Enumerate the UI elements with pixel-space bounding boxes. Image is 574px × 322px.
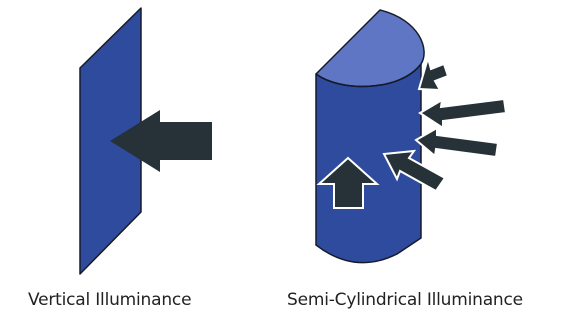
upward-light-arrow [316, 156, 380, 209]
incident-arrow-1 [417, 54, 450, 92]
horizontal-light-arrow [110, 110, 212, 172]
incident-arrow-4 [382, 149, 447, 193]
semi-cylinder-edge [315, 63, 422, 88]
caption-semi-cylindrical-illuminance: Semi-Cylindrical Illuminance [287, 290, 523, 310]
semi-cylindrical-illuminance-figure [315, 9, 508, 264]
vertical-illuminance-figure [79, 7, 212, 275]
incident-arrow-3 [414, 126, 500, 159]
caption-vertical-illuminance: Vertical Illuminance [28, 290, 192, 310]
incident-arrow-2 [418, 97, 508, 130]
incident-light-arrows [382, 54, 508, 193]
semi-cylinder-body [315, 63, 422, 264]
